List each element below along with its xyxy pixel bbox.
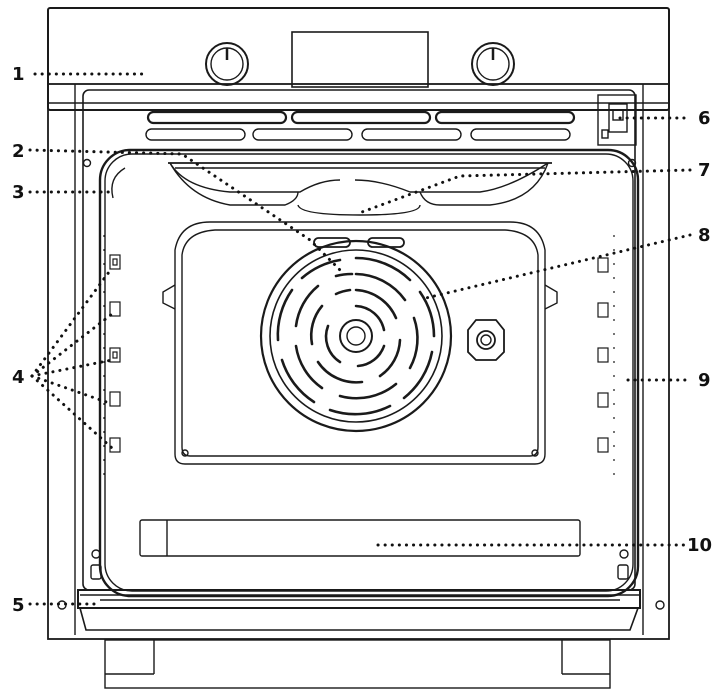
callout-5: 5 [12,595,25,616]
leader-4b [30,312,114,378]
control-panel [47,7,670,111]
leader-4c [30,358,114,378]
convection-fan-icon [259,239,453,433]
leader-8 [424,233,692,300]
callout-8: 8 [698,225,711,246]
leader-7 [360,168,692,214]
callout-7: 7 [698,160,711,181]
leader-4d [30,374,114,406]
cavity-frame [82,89,636,591]
callout-3: 3 [12,182,25,203]
left-knob[interactable] [205,42,249,86]
fan-cover-latch[interactable] [467,319,505,361]
callout-4: 4 [12,367,25,388]
shelf-guides-right [597,235,615,480]
callout-1: 1 [12,64,25,85]
callout-6: 6 [698,108,711,129]
top-heating-element [168,162,552,216]
oven-base [104,639,611,689]
display-screen-icon [291,31,429,88]
shelf-guides-left [103,235,121,480]
oven-cavity [98,148,640,598]
right-knob[interactable] [471,42,515,86]
oven-lamp-icon [111,167,126,199]
screw-bottom-right [655,600,665,610]
oven-cabinet [47,83,670,640]
callout-2: 2 [12,141,25,162]
screw-left [82,158,92,168]
leader-4a [30,266,114,378]
oven-door[interactable] [77,549,641,631]
callout-9: 9 [698,370,711,391]
back-panel [174,221,546,465]
oven-bottom [139,519,581,557]
leader-2 [28,148,342,272]
top-vents [145,110,576,141]
callout-10: 10 [687,535,712,556]
